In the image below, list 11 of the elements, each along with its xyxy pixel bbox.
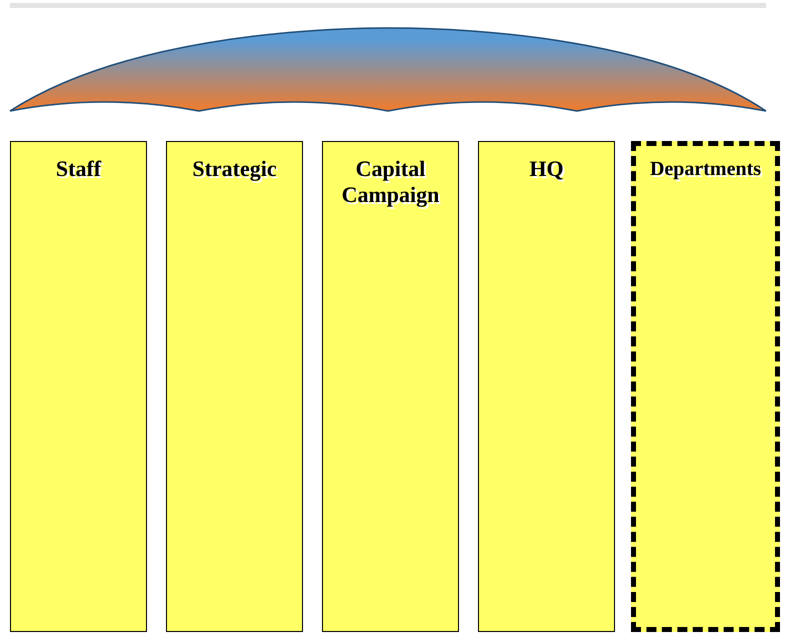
column-heading: Capital Campaign	[340, 156, 440, 208]
column-heading: HQ	[529, 156, 564, 182]
arch-shape	[9, 27, 767, 112]
column-box	[631, 141, 780, 632]
column-box	[478, 141, 615, 632]
column-heading: Strategic	[192, 156, 277, 182]
column-box	[166, 141, 303, 632]
column-box	[10, 141, 147, 632]
column-heading: Departments	[650, 157, 762, 182]
column-box	[322, 141, 459, 632]
column-heading: Staff	[56, 156, 102, 182]
